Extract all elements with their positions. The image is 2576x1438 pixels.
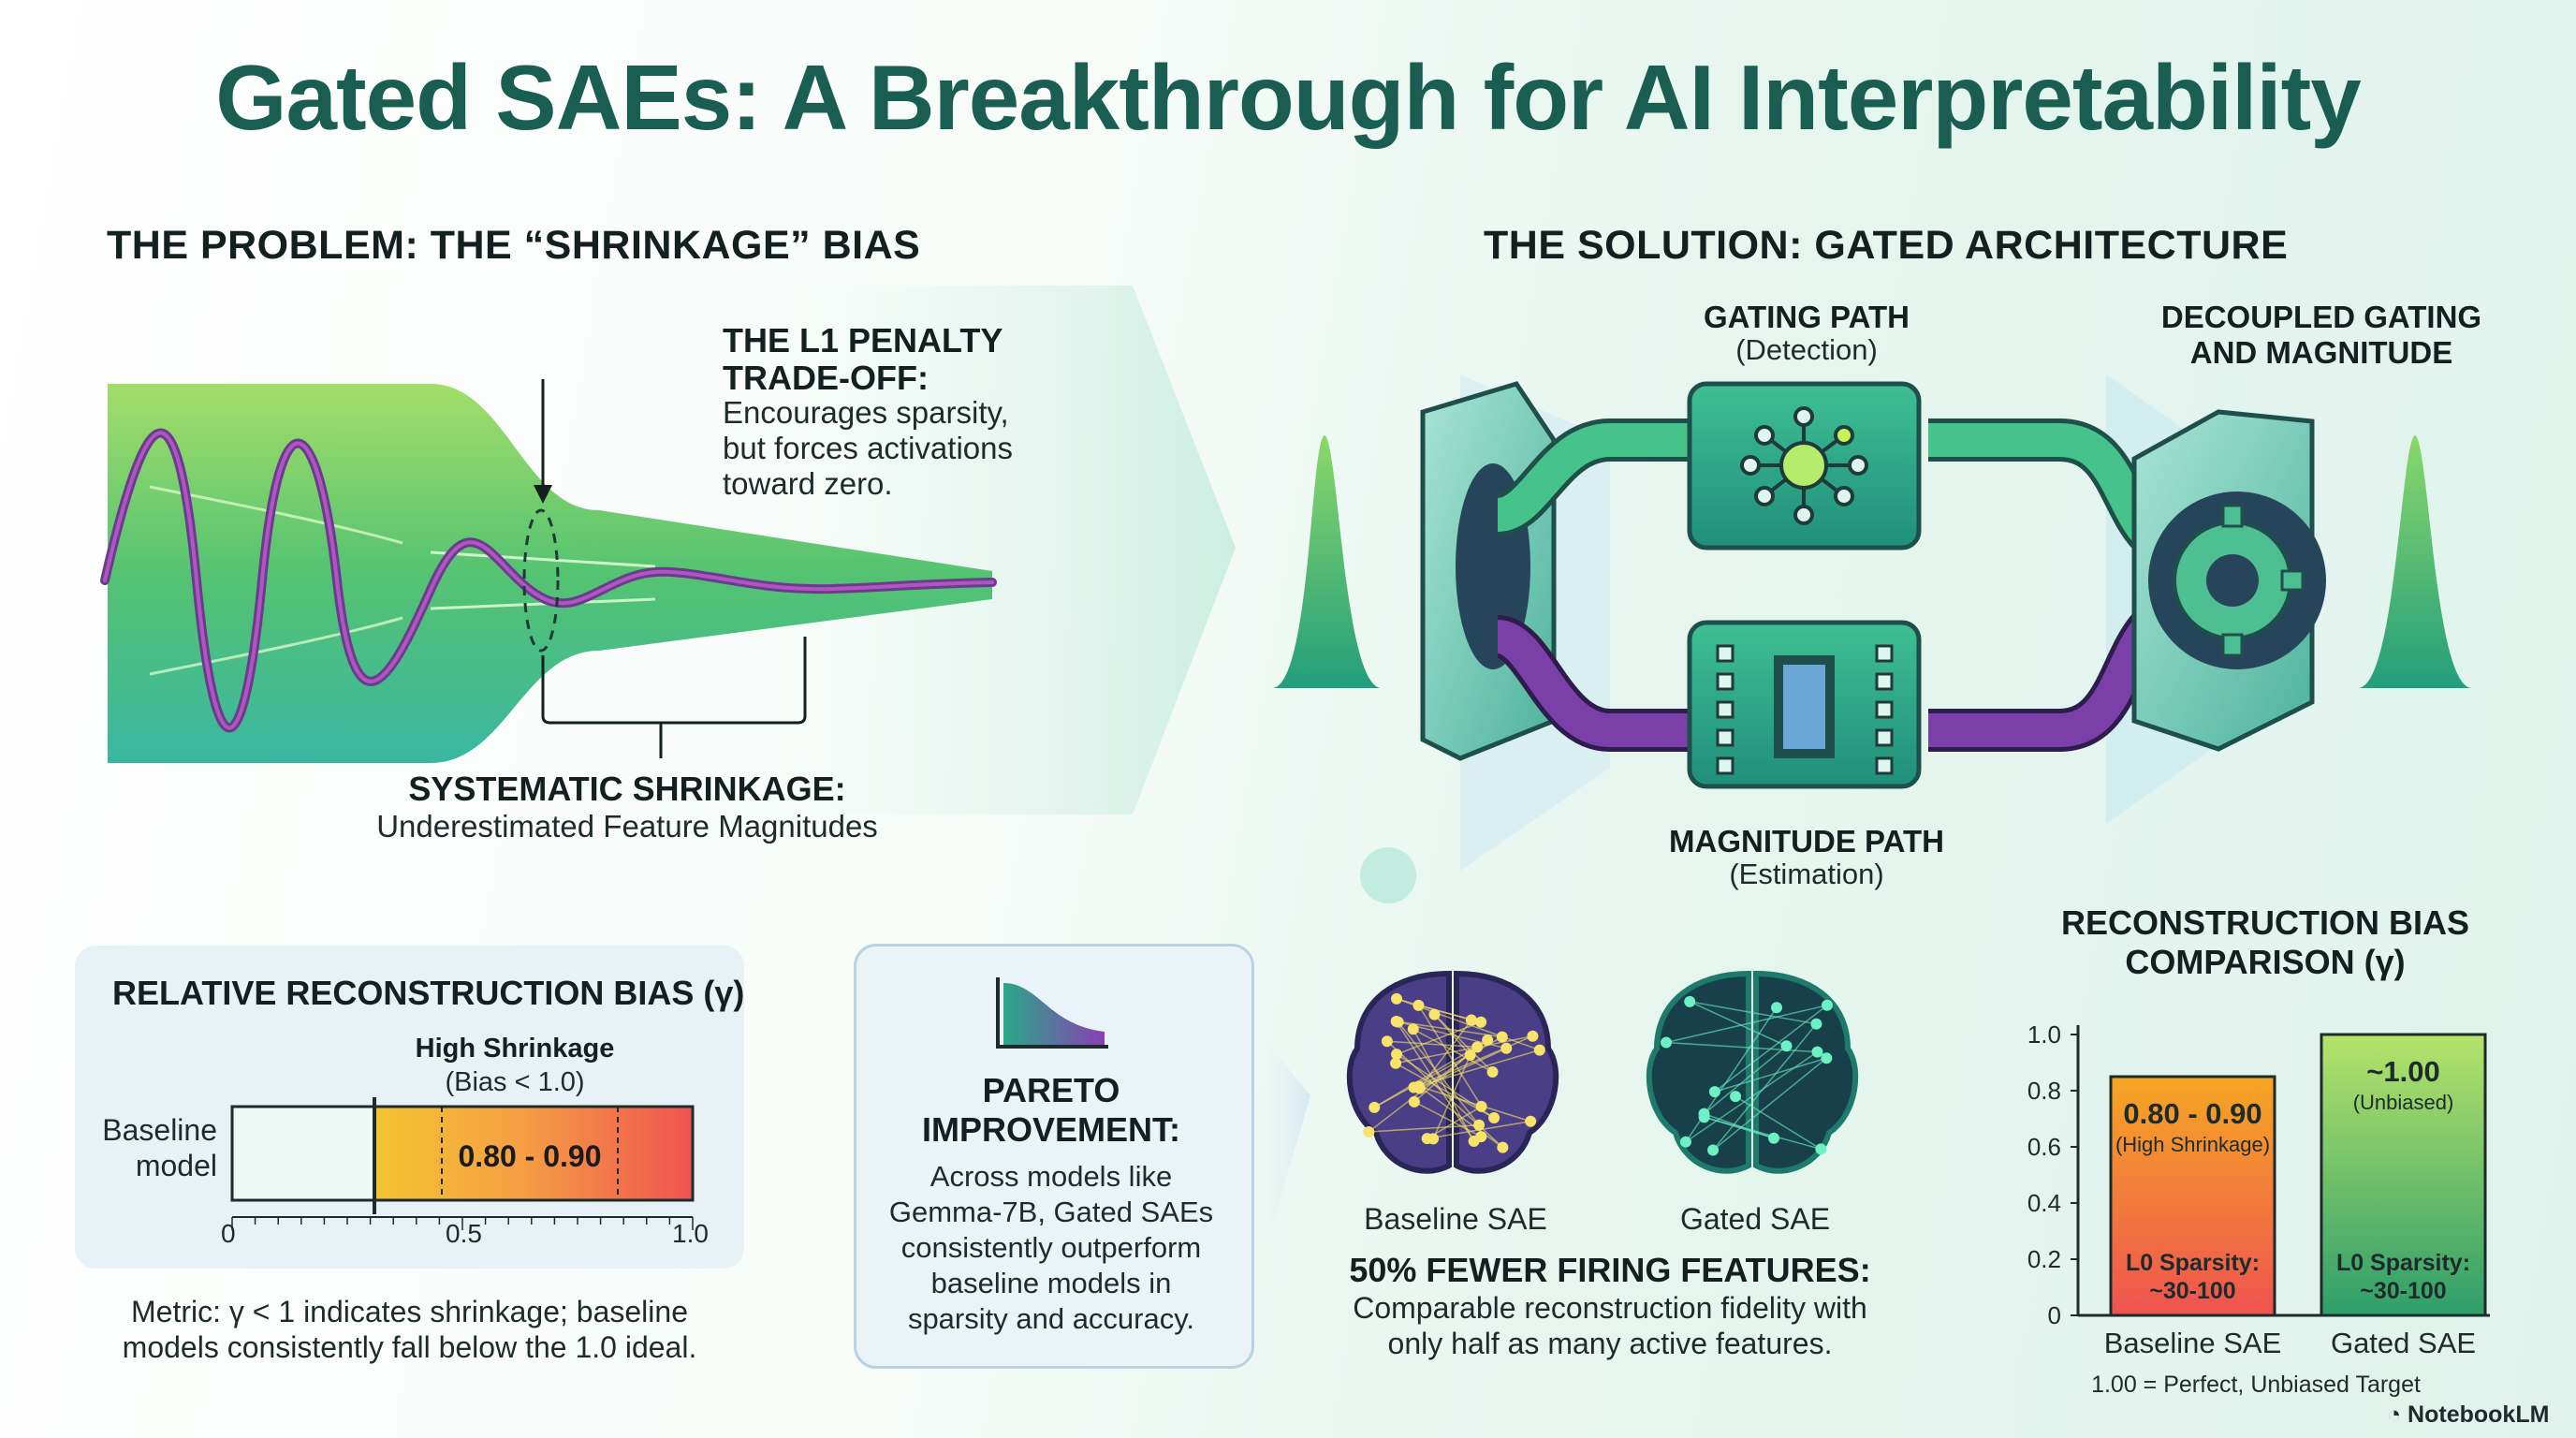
chart-bar-note: (High Shrinkage) [2115, 1133, 2270, 1156]
brain-comparison-illustration [1346, 970, 1859, 1174]
chart-footnote: 1.00 = Perfect, Unbiased Target [2091, 1372, 2421, 1398]
gated-architecture-diagram [1273, 381, 2471, 789]
bias-metric-note: Metric: γ < 1 indicates shrinkage; basel… [122, 1295, 697, 1364]
problem-chevron [768, 286, 1236, 814]
gating-path-sub: (Detection) [1735, 333, 1878, 366]
notebooklm-brand: ◔ NotebookLM [2387, 1401, 2549, 1429]
chart-title: RECONSTRUCTION BIAS COMPARISON (γ) [2060, 903, 2469, 981]
output-distribution-peak [2359, 435, 2471, 688]
baseline-brain-icon [1346, 970, 1559, 1174]
high-shrinkage-sub: (Bias < 1.0) [445, 1067, 585, 1097]
gear-icon [2173, 504, 2305, 657]
chart-x-tick-label: Gated SAE [2331, 1327, 2476, 1359]
bias-bar-empty [230, 1105, 384, 1202]
chart-bar-note: (Unbiased) [2353, 1091, 2454, 1114]
problem-heading: THE PROBLEM: THE “SHRINKAGE” BIAS [107, 223, 921, 268]
high-shrinkage-title: High Shrinkage [415, 1034, 615, 1064]
brand-label: NotebookLM [2408, 1401, 2550, 1428]
page-title: Gated SAEs: A Breakthrough for AI Interp… [215, 46, 2361, 149]
bias-row-label: Baseline model [102, 1113, 217, 1182]
shrinkage-funnel-illustration [100, 379, 997, 763]
gated-brain-icon [1646, 970, 1859, 1174]
chart-bar-sparsity-label: L0 Sparsity: [2126, 1250, 2260, 1276]
chip-icon [1716, 644, 1894, 775]
chart-bar-value-label: 0.80 - 0.90 [2123, 1097, 2261, 1130]
pareto-text: Across models like Gemma-7B, Gated SAEs … [888, 1160, 1214, 1335]
bias-range-label: 0.80 - 0.90 [459, 1139, 602, 1173]
reconstruction-bias-chart: 0 0.2 0.4 0.6 0.8 1.0 0.80 - 0.90 (High Shrinka… [2027, 1020, 2490, 1359]
pareto-title: PARETO IMPROVEMENT: [921, 1071, 1180, 1149]
l1-penalty-text: Encourages sparsity, but forces activati… [723, 395, 1013, 501]
chart-bar [2320, 1033, 2487, 1317]
chart-y-tick-label: 0.8 [2027, 1077, 2061, 1105]
gated-sae-label: Gated SAE [1679, 1202, 1831, 1236]
chart-bar-sparsity-label: ~30-100 [2149, 1278, 2235, 1304]
bias-tick-mid: 0.5 [446, 1219, 482, 1248]
shrinkage-title: SYSTEMATIC SHRINKAGE: [408, 770, 846, 808]
bias-tick-0: 0 [221, 1219, 236, 1248]
chart-x-tick-label: Baseline SAE [2104, 1327, 2282, 1359]
chart-bar [2109, 1075, 2276, 1317]
shrinkage-text: Underestimated Feature Magnitudes [376, 809, 878, 844]
chart-y-tick-label: 1.0 [2027, 1020, 2061, 1049]
pareto-chevron [1264, 1039, 1310, 1255]
notebooklm-logo-icon: ◔ [2387, 1401, 2408, 1428]
fewer-features-text: Comparable reconstruction fidelity with … [1353, 1291, 1867, 1360]
solution-heading: THE SOLUTION: GATED ARCHITECTURE [1484, 223, 2289, 268]
bias-tick-1: 1.0 [672, 1219, 709, 1248]
chart-y-tick-label: 0.4 [2027, 1189, 2061, 1217]
chart-bar-sparsity-label: ~30-100 [2360, 1278, 2446, 1304]
decoupled-label: DECOUPLED GATING AND MAGNITUDE [2160, 300, 2482, 370]
fewer-features-headline: 50% FEWER FIRING FEATURES: [1349, 1251, 1871, 1289]
bias-bar-chart: 0.80 - 0.90 [230, 1097, 695, 1230]
gating-path-title: GATING PATH [1704, 300, 1910, 334]
baseline-sae-label: Baseline SAE [1364, 1202, 1547, 1236]
magnitude-path-title: MAGNITUDE PATH [1669, 824, 1944, 858]
magnitude-path-sub: (Estimation) [1729, 858, 1884, 890]
pareto-curve-icon [996, 977, 1108, 1049]
chart-y-tick-label: 0.2 [2027, 1245, 2061, 1273]
network-node-icon [1740, 406, 1868, 525]
chart-bar-value-label: ~1.00 [2366, 1055, 2439, 1088]
bias-panel-title: RELATIVE RECONSTRUCTION BIAS (γ) [112, 974, 745, 1012]
chart-y-tick-label: 0 [2048, 1301, 2061, 1329]
input-distribution-peak [1273, 435, 1381, 688]
chart-bar-sparsity-label: L0 Sparsity: [2336, 1250, 2470, 1276]
l1-penalty-title: THE L1 PENALTY TRADE-OFF: [723, 321, 1003, 397]
chart-y-tick-label: 0.6 [2027, 1133, 2061, 1161]
bias-bar-shrinkage [373, 1105, 695, 1202]
